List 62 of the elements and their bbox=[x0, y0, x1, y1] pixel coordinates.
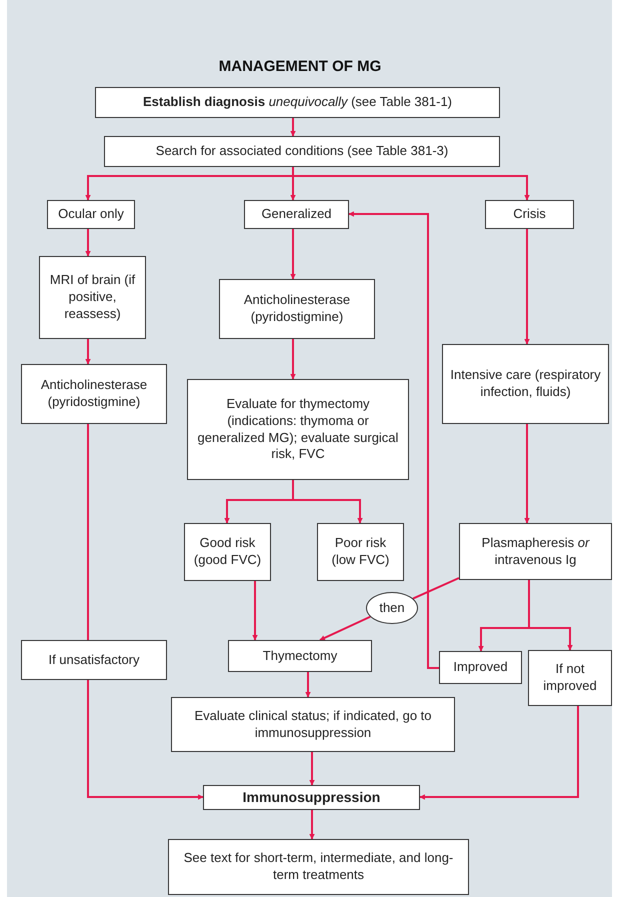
arrow bbox=[292, 167, 530, 201]
arrow bbox=[85, 229, 91, 257]
process-box bbox=[485, 200, 574, 229]
node-text: Anticholinesterase (pyridostigmine) bbox=[242, 292, 352, 326]
node-text: Poor risk (low FVC) bbox=[330, 535, 390, 569]
diagram-title: MANAGEMENT OF MG bbox=[218, 58, 382, 75]
process-box bbox=[228, 640, 372, 672]
arrow bbox=[290, 339, 296, 380]
node-text: Intensive care (respiratory infection, fluids) bbox=[449, 367, 602, 401]
node-text: Crisis bbox=[512, 206, 547, 223]
process-box bbox=[21, 364, 167, 424]
process-box bbox=[184, 523, 271, 581]
process-box bbox=[171, 697, 455, 752]
arrow bbox=[348, 211, 439, 669]
arrow bbox=[524, 424, 530, 524]
node-text: Plasmapheresis or intravenous Ig bbox=[480, 534, 591, 568]
process-box bbox=[244, 200, 349, 229]
node-text: Generalized bbox=[260, 206, 333, 223]
node-text: Anticholinesterase (pyridostigmine) bbox=[40, 377, 148, 411]
process-box bbox=[203, 785, 420, 810]
arrow bbox=[309, 752, 315, 786]
node-text: Improved bbox=[452, 659, 509, 676]
process-box bbox=[219, 279, 375, 339]
process-box bbox=[317, 523, 404, 581]
process-box bbox=[39, 256, 146, 339]
node-text: Evaluate clinical status; if indicated, go to immunosuppression bbox=[193, 708, 433, 742]
node-text: then bbox=[378, 600, 406, 616]
arrow bbox=[85, 339, 91, 365]
node-text: See text for short-term, intermediate, and long-term treatments bbox=[182, 850, 454, 884]
arrow bbox=[524, 229, 530, 345]
process-box bbox=[528, 650, 612, 706]
process-box bbox=[95, 87, 500, 118]
process-box bbox=[459, 523, 612, 580]
connector-line bbox=[87, 424, 89, 640]
arrow bbox=[305, 672, 311, 698]
node-text: Search for associated conditions (see Table 381-3) bbox=[154, 143, 450, 160]
node-text: Evaluate for thymectomy (indications: thymoma or generalized MG); evaluate surgical risk, FVC bbox=[196, 396, 400, 464]
process-box bbox=[47, 200, 135, 229]
arrow bbox=[419, 706, 579, 800]
node-text: If not improved bbox=[542, 661, 598, 695]
arrow bbox=[290, 229, 296, 280]
node-text: Good risk (good FVC) bbox=[192, 535, 262, 569]
arrow bbox=[252, 581, 258, 641]
node-text: Establish diagnosis unequivocally (see Table 381-1) bbox=[142, 94, 454, 111]
arrow bbox=[290, 118, 296, 137]
node-text: Immunosuppression bbox=[242, 788, 382, 807]
arrow bbox=[528, 580, 573, 651]
process-box bbox=[104, 136, 500, 167]
connector-line bbox=[412, 577, 460, 600]
arrow bbox=[320, 616, 371, 641]
node-text: If unsatisfactory bbox=[47, 652, 141, 668]
arrow bbox=[309, 810, 315, 840]
arrow bbox=[292, 480, 363, 524]
process-box bbox=[168, 839, 469, 895]
node-text: Thymectomy bbox=[262, 648, 338, 664]
node-text: Ocular only bbox=[57, 206, 125, 223]
process-box bbox=[442, 344, 609, 424]
process-box bbox=[439, 651, 522, 684]
arrow bbox=[87, 680, 204, 800]
node-text: MRI of brain (if positive, reassess) bbox=[48, 272, 136, 323]
process-box bbox=[21, 640, 167, 680]
process-box bbox=[187, 379, 409, 480]
